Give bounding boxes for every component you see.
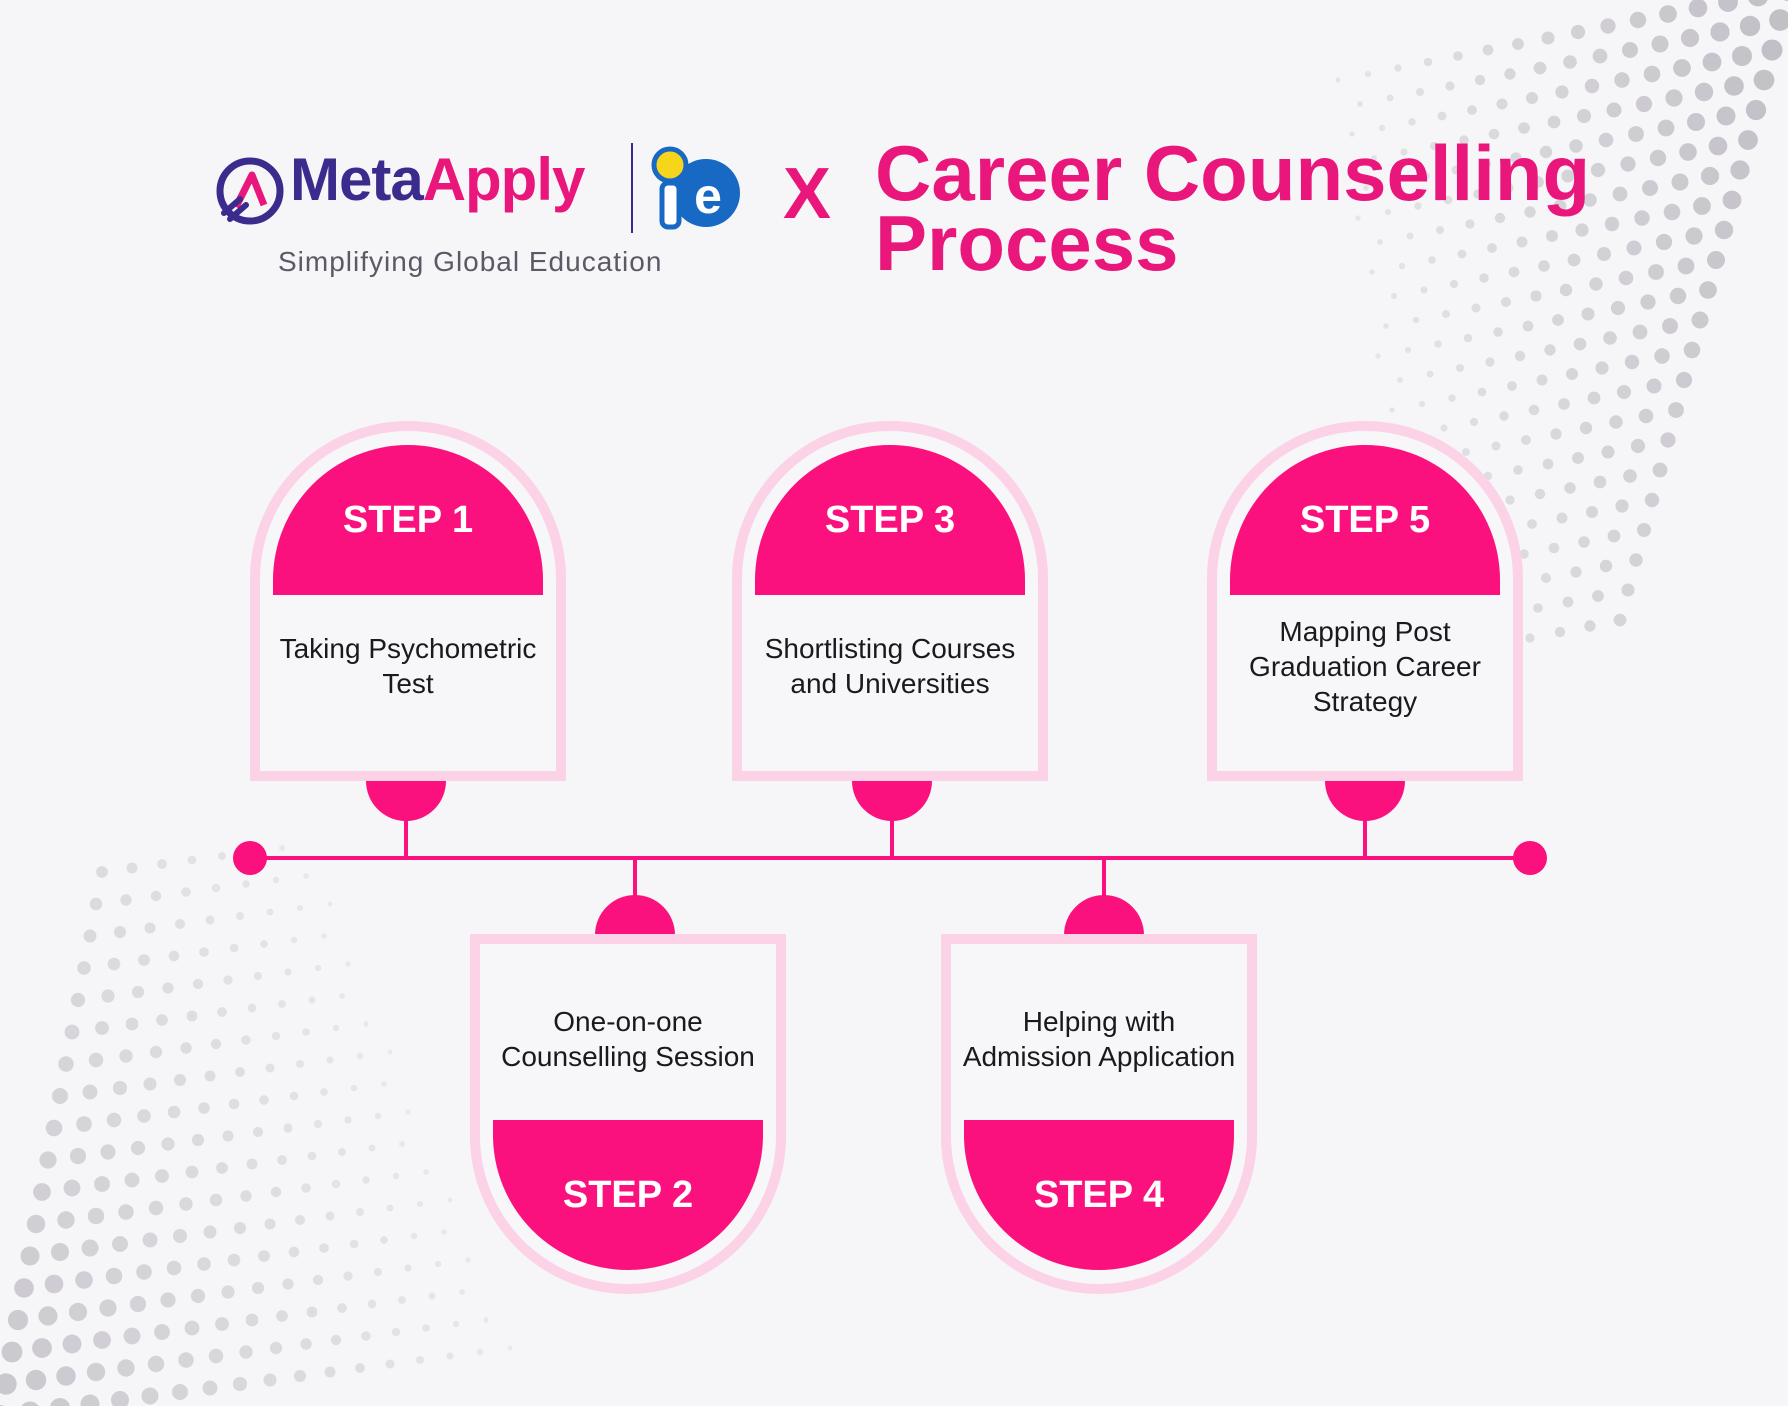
connector-bulb-step-3 — [852, 781, 932, 821]
timeline-end-dot — [1513, 841, 1547, 875]
step-label: STEP 2 — [493, 1120, 763, 1270]
connector-bulb-step-1 — [366, 781, 446, 821]
step-description: One-on-one Counselling Session — [501, 1006, 755, 1072]
step-label: STEP 5 — [1230, 445, 1500, 595]
brand-tagline: Simplifying Global Education — [278, 246, 663, 277]
ie-partner-logo: e — [651, 146, 740, 230]
brand-name-apply: Apply — [422, 146, 586, 213]
step-label: STEP 4 — [964, 1120, 1234, 1270]
step-description: Shortlisting Courses and Universities — [764, 633, 1016, 699]
page-title-line-1: Career Counselling — [875, 129, 1591, 217]
step-card-4: STEP 4 Helping with Admission Applicatio… — [941, 934, 1257, 1294]
step-card-3: STEP 3 Shortlisting Courses and Universi… — [732, 421, 1048, 781]
step-card-5: STEP 5 Mapping Post Graduation Career St… — [1207, 421, 1523, 781]
page-title-line-2: Process — [875, 199, 1179, 287]
step-description: Mapping Post Graduation Career Strategy — [1249, 615, 1481, 717]
connector-bulb-step-4 — [1064, 895, 1144, 935]
connector-bulb-step-5 — [1325, 781, 1405, 821]
brand-name: MetaApply — [290, 150, 585, 210]
step-card-2: STEP 2 One-on-one Counselling Session — [470, 934, 786, 1294]
timeline-start-dot — [233, 841, 267, 875]
collaboration-x: X — [783, 154, 832, 234]
brand-divider — [631, 143, 633, 233]
step-card-1: STEP 1 Taking Psychometric Test — [250, 421, 566, 781]
metaapply-logo-icon — [216, 157, 284, 225]
brand-name-meta: Meta — [290, 146, 424, 213]
step-description: Taking Psychometric Test — [279, 633, 537, 699]
connector-bulb-step-2 — [595, 895, 675, 935]
step-label: STEP 1 — [273, 445, 543, 595]
ie-logo-letter: e — [694, 168, 722, 224]
step-label: STEP 3 — [755, 445, 1025, 595]
step-description: Helping with Admission Application — [962, 1006, 1236, 1072]
page-title: Career Counselling Process — [875, 129, 1591, 287]
